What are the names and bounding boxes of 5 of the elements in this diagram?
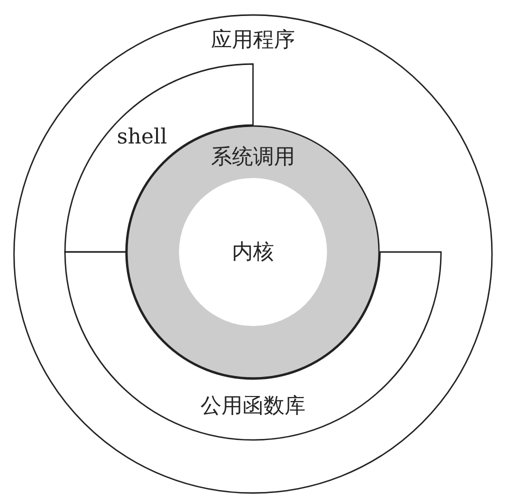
region-label: 公用函数库 <box>200 396 306 416</box>
region-label: 系统调用 <box>211 146 295 168</box>
region-label: 应用程序 <box>211 30 295 50</box>
region-label: shell <box>116 126 168 148</box>
region-label: 内核 <box>232 242 274 262</box>
